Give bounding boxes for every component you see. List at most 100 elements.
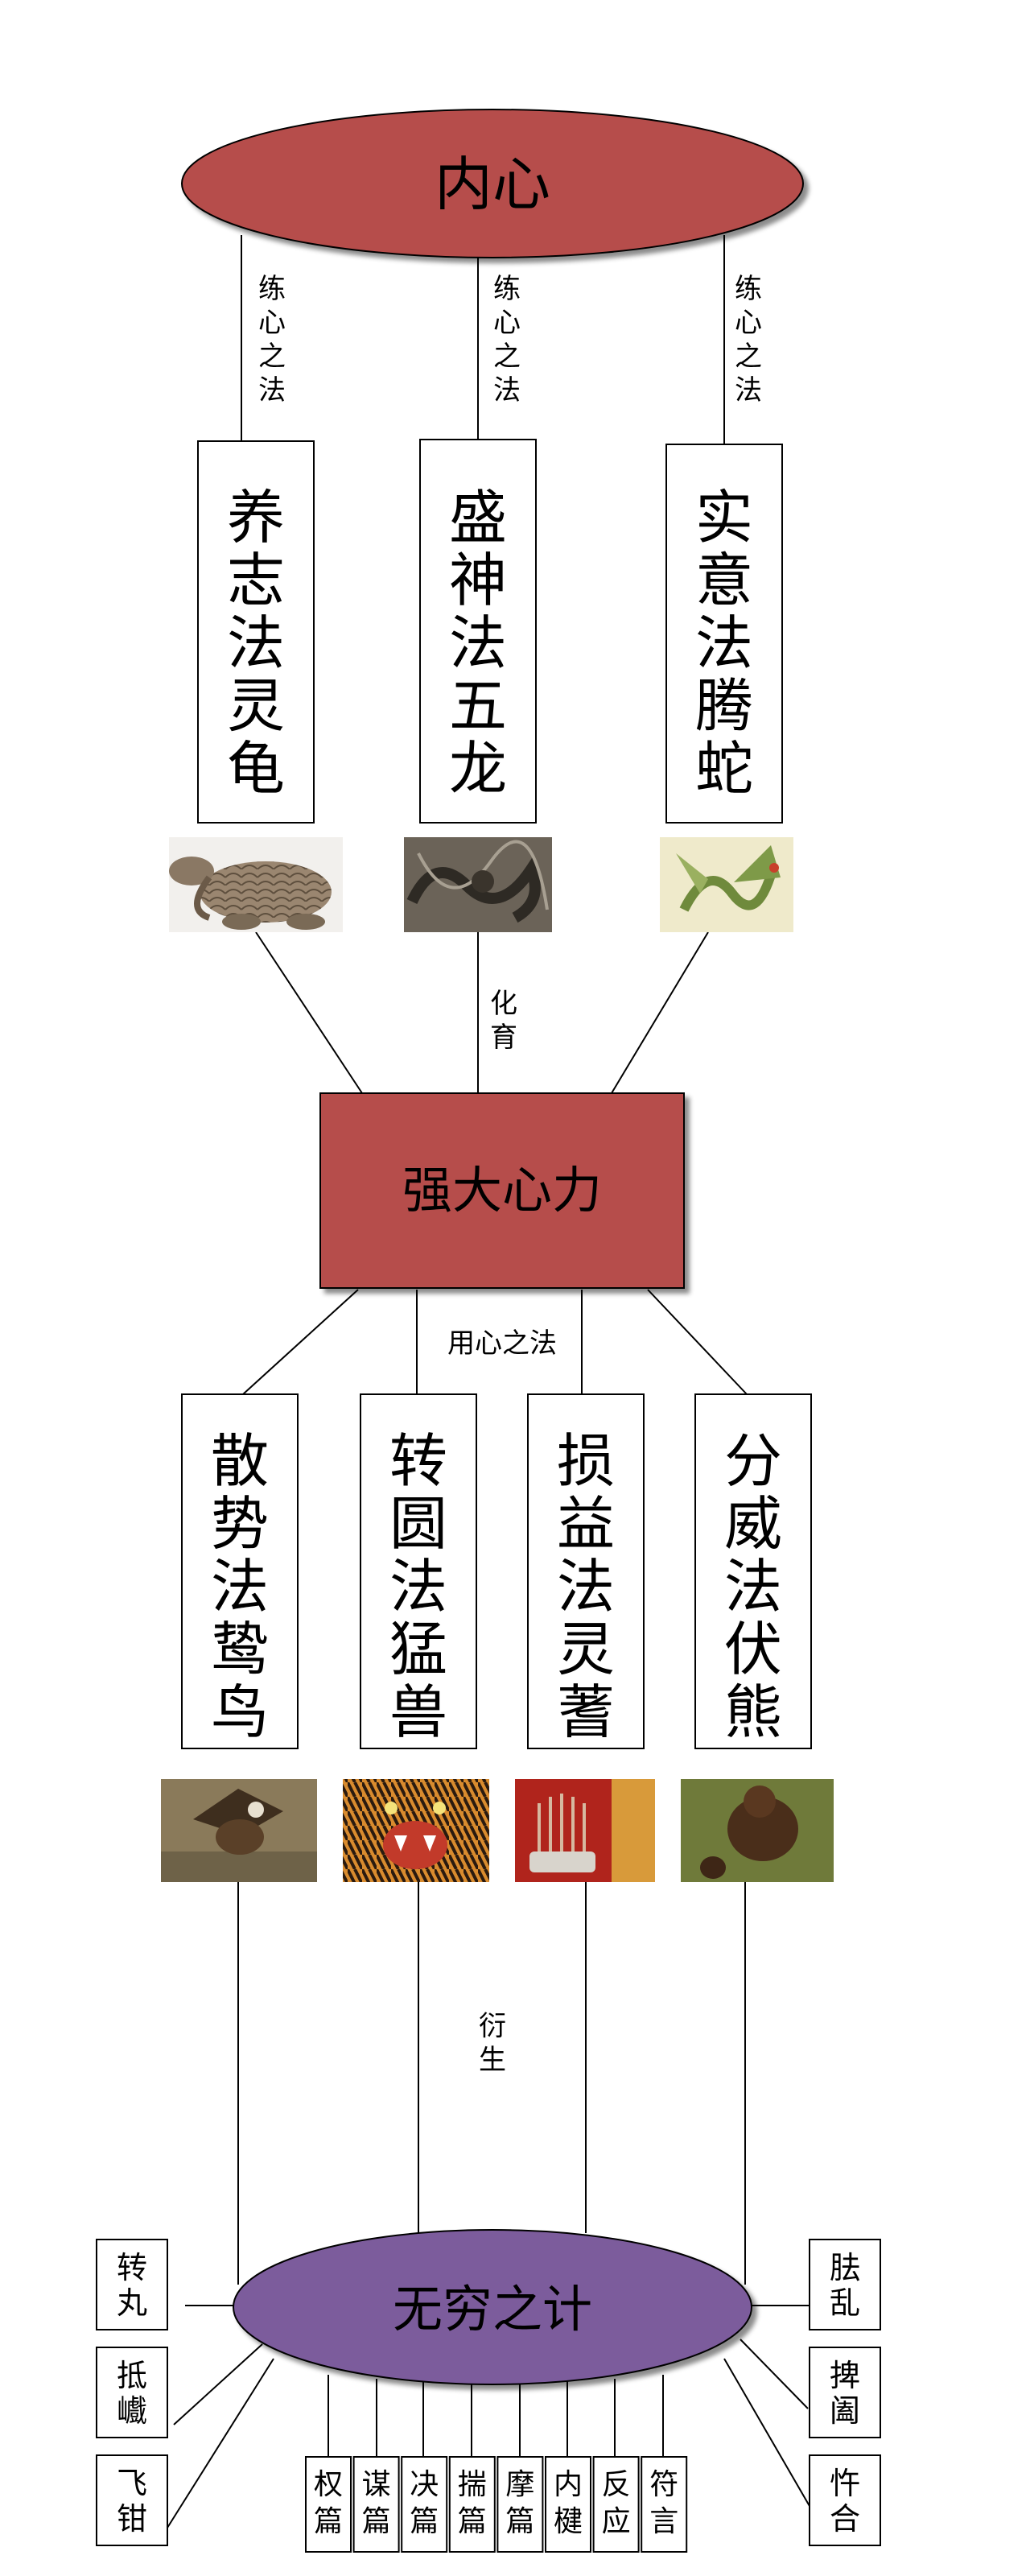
edge-label-nurture-char: 育 — [490, 1022, 517, 1054]
method-box-mid-2-label-char: 猛 — [389, 1616, 447, 1683]
edge-label-top-3-char: 练 — [735, 273, 762, 305]
method-box-top-2-label-char: 法 — [449, 609, 507, 677]
method-box-mid-3-label-char: 蓍 — [557, 1678, 615, 1746]
under-box-6: 内楗 — [545, 2456, 591, 2553]
edge-label-top-2-char: 法 — [493, 374, 521, 407]
connector-lines — [167, 235, 814, 2529]
edge-label-use: 用心之法 — [447, 1327, 557, 1360]
method-box-top-3-label-char: 腾 — [695, 672, 753, 740]
left-box-3-char: 钳 — [117, 2501, 147, 2537]
under-box-6-char: 楗 — [554, 2505, 583, 2538]
method-box-mid-1-label-char: 鸷 — [211, 1616, 269, 1683]
method-box-mid-3-label-char: 益 — [557, 1490, 615, 1558]
under-box-3: 决篇 — [401, 2456, 448, 2553]
under-box-5-char: 摩 — [505, 2468, 534, 2501]
edge-label-top-1-char: 心 — [258, 307, 286, 339]
edge-label-top-3-char: 心 — [735, 307, 762, 339]
root-label: 内心 — [435, 151, 550, 218]
dragon-image — [404, 837, 552, 932]
right-box-3: 忤合 — [809, 2454, 881, 2546]
method-box-mid-4-label-char: 法 — [724, 1553, 782, 1620]
under-box-7-char: 反 — [602, 2468, 631, 2501]
method-box-mid-2-label-char: 圆 — [389, 1490, 447, 1558]
edge-label-top-3-char: 之 — [735, 341, 762, 373]
method-box-top-2-label-char: 五 — [449, 672, 507, 740]
method-box-mid-1-label-char: 法 — [211, 1553, 269, 1620]
method-box-mid-3-label-char: 灵 — [557, 1616, 615, 1683]
under-box-1-char: 权 — [314, 2468, 343, 2501]
left-box-2-char: 巇 — [117, 2393, 147, 2429]
under-box-4: 揣篇 — [448, 2456, 496, 2553]
method-box-mid-4-label-char: 威 — [724, 1490, 782, 1558]
method-box-mid-2-label-char: 转 — [389, 1427, 447, 1495]
under-box-8-char: 符 — [649, 2468, 678, 2501]
under-box-7: 反应 — [592, 2456, 640, 2553]
method-box-mid-1-label-char: 势 — [211, 1490, 269, 1558]
method-box-top-2-label-char: 神 — [449, 547, 507, 614]
left-box-2-char: 抵 — [117, 2358, 147, 2393]
method-box-mid-4-label-char: 伏 — [724, 1616, 782, 1683]
right-box-2-char: 阖 — [830, 2393, 860, 2429]
left-box-2: 抵巇 — [96, 2347, 168, 2438]
right-box-3-char: 合 — [830, 2501, 860, 2537]
under-box-4-char: 揣 — [458, 2468, 487, 2501]
method-box-mid-3-label-char: 法 — [557, 1553, 615, 1620]
left-box-1: 转丸 — [96, 2239, 168, 2330]
bear-image — [681, 1779, 834, 1882]
edge-label-derive: 衍生 — [479, 2010, 506, 2076]
edge-label-top-2-char: 心 — [493, 307, 521, 339]
core-node: 强大心力 — [319, 1092, 685, 1289]
under-box-3-char: 决 — [410, 2468, 439, 2501]
method-box-mid-4-label-char: 分 — [724, 1427, 782, 1495]
under-box-4-char: 篇 — [458, 2505, 487, 2538]
method-box-top-1-label-char: 灵 — [227, 672, 285, 740]
edge-label-top-2-char: 练 — [493, 273, 521, 305]
edge-label-nurture: 化育 — [490, 988, 517, 1054]
left-box-3: 飞钳 — [96, 2454, 168, 2546]
left-box-1-char: 丸 — [117, 2285, 147, 2321]
tiger-image — [343, 1779, 489, 1882]
method-box-top-1-label-char: 法 — [227, 609, 285, 677]
right-box-1-char: 胠 — [830, 2250, 860, 2285]
under-box-1: 权篇 — [305, 2456, 352, 2553]
edge-label-top-1-char: 之 — [258, 341, 286, 373]
bottom-node: 无穷之计 — [233, 2229, 752, 2385]
under-box-2: 谋篇 — [352, 2456, 400, 2553]
method-box-top-3-label-char: 实 — [695, 484, 753, 551]
method-box-top-2-label-char: 龙 — [449, 735, 507, 803]
method-box-top-1-label-char: 志 — [227, 547, 285, 614]
bottom-label: 无穷之计 — [393, 2280, 592, 2339]
turtle-image — [169, 837, 343, 932]
under-box-2-char: 篇 — [362, 2505, 391, 2538]
incense-image — [515, 1779, 655, 1882]
under-box-1-char: 篇 — [314, 2505, 343, 2538]
left-box-3-char: 飞 — [117, 2466, 147, 2501]
right-box-1-char: 乱 — [830, 2285, 860, 2321]
under-box-3-char: 篇 — [410, 2505, 439, 2538]
eagle-image — [161, 1779, 317, 1882]
edge-label-top-3-char: 法 — [735, 374, 762, 407]
method-box-mid-2-label-char: 法 — [389, 1553, 447, 1620]
method-box-top-3-label-char: 法 — [695, 609, 753, 677]
under-box-7-char: 应 — [602, 2505, 631, 2538]
edge-label-nurture-char: 化 — [490, 988, 517, 1020]
method-box-mid-2-label-char: 兽 — [389, 1678, 447, 1746]
method-box-top-1-label-char: 养 — [227, 484, 285, 551]
